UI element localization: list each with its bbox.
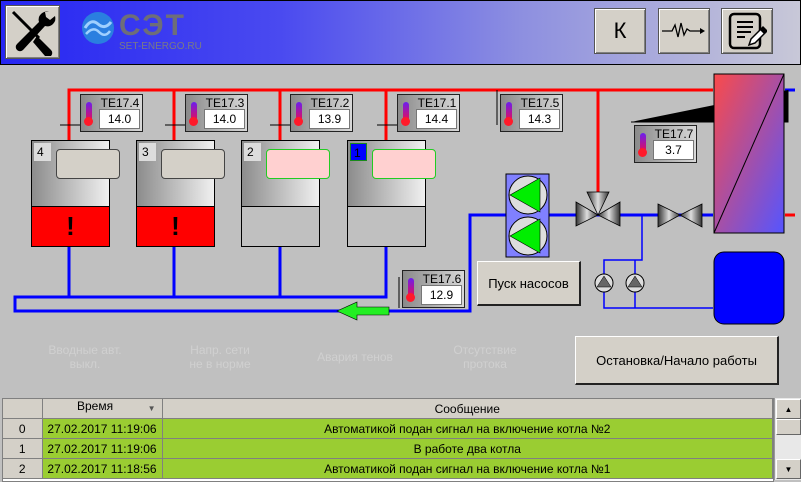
sensor-label: TE17.3	[205, 96, 245, 110]
scroll-down-button[interactable]: ▼	[776, 459, 801, 479]
table-row[interactable]: 2 27.02.2017 11:18:56 Автоматикой подан …	[3, 458, 773, 479]
boiler-number: 1	[350, 143, 367, 161]
row-message: В работе два котла	[162, 438, 773, 459]
supply-pipe	[67, 88, 795, 217]
table-header-row: Время ▼ Сообщение	[3, 399, 773, 419]
stop-start-button[interactable]: Остановка/Начало работы	[575, 336, 779, 385]
sensor-value: 3.7	[653, 140, 694, 160]
boiler-number: 4	[34, 143, 51, 161]
row-message: Автоматикой подан сигнал на включение ко…	[162, 458, 773, 479]
sensor-label: TE17.2	[310, 96, 350, 110]
sensor-value: 14.0	[99, 109, 140, 129]
thermometer-icon	[638, 133, 647, 157]
thermometer-icon	[189, 102, 198, 126]
temp-sensor-te17-2: TE17.2 13.9	[290, 94, 353, 132]
boiler-alarm-indicator: !	[32, 207, 109, 246]
row-time: 27.02.2017 11:19:06	[42, 438, 163, 459]
boiler-number: 3	[139, 143, 156, 161]
sensor-label: TE17.6	[422, 272, 462, 286]
boiler-display	[266, 149, 330, 179]
notepad-edit-icon	[728, 12, 767, 50]
bypass-pump-icon	[625, 273, 645, 293]
k-button-label: К	[613, 18, 627, 43]
wrench-screwdriver-icon	[11, 10, 55, 56]
logo-swirl-icon	[82, 12, 114, 44]
row-time: 27.02.2017 11:19:06	[42, 418, 163, 439]
sensor-value: 12.9	[421, 285, 462, 305]
return-pipe	[13, 88, 795, 313]
boiler-display	[161, 149, 225, 179]
sensor-label: TE17.7	[654, 127, 694, 141]
temp-sensor-te17-5: TE17.5 14.3	[500, 94, 563, 132]
boiler-2[interactable]: 2	[241, 140, 330, 247]
thermometer-icon	[406, 278, 415, 302]
sensor-value: 14.3	[519, 109, 560, 129]
trends-button[interactable]	[658, 8, 710, 54]
boiler-1[interactable]: 1	[347, 140, 436, 247]
temp-sensor-te17-3: TE17.3 14.0	[185, 94, 248, 132]
temp-sensor-te17-6: TE17.6 12.9	[402, 270, 465, 308]
status-no-flow: Отсутствие протока	[453, 343, 517, 371]
row-index: 1	[3, 438, 43, 459]
k-button[interactable]: К	[594, 8, 646, 54]
temp-sensor-te17-1: TE17.1 14.4	[397, 94, 460, 132]
column-header-message: Сообщение	[162, 399, 773, 419]
table-scrollbar[interactable]: ▲ ▼	[774, 398, 801, 480]
temp-sensor-te17-7: TE17.7 3.7	[634, 125, 697, 163]
sensor-value: 14.0	[204, 109, 245, 129]
header-bar: СЭТ SET-ENERGO.RU К	[0, 0, 801, 65]
column-header-time[interactable]: Время ▼	[42, 399, 163, 419]
bypass-pump-icon	[594, 273, 614, 293]
boiler-3[interactable]: 3 !	[136, 140, 225, 247]
journal-button[interactable]	[721, 8, 773, 54]
column-header-index	[3, 399, 43, 419]
two-way-valve-icon	[657, 203, 703, 228]
boiler-status-area	[348, 207, 425, 246]
boiler-4[interactable]: 4 !	[31, 140, 120, 247]
three-way-valve-icon	[575, 191, 621, 227]
sensor-label: TE17.5	[520, 96, 560, 110]
temp-sensor-te17-4: TE17.4 14.0	[80, 94, 143, 132]
expansion-tank-icon	[713, 251, 785, 325]
row-message: Автоматикой подан сигнал на включение ко…	[162, 418, 773, 439]
table-row[interactable]: 1 27.02.2017 11:19:06 В работе два котла	[3, 438, 773, 459]
scroll-thumb[interactable]	[776, 419, 801, 435]
circulation-pumps-icon	[505, 173, 550, 258]
scroll-up-button[interactable]: ▲	[776, 399, 801, 419]
boiler-display	[56, 149, 120, 179]
boiler-alarm-indicator: !	[137, 207, 214, 246]
logo-subtext: SET-ENERGO.RU	[119, 41, 202, 52]
row-index: 2	[3, 458, 43, 479]
sensor-label: TE17.4	[100, 96, 140, 110]
sensor-value: 14.4	[416, 109, 457, 129]
boiler-number: 2	[244, 143, 261, 161]
status-input-breakers: Вводные авт. выкл.	[48, 343, 122, 371]
boiler-status-area	[242, 207, 319, 246]
status-mains-voltage: Напр. сети не в норме	[189, 343, 251, 371]
piping-diagram	[13, 73, 795, 325]
sort-desc-icon[interactable]: ▼	[147, 404, 156, 413]
row-index: 0	[3, 418, 43, 439]
thermometer-icon	[401, 102, 410, 126]
table-row[interactable]: 0 27.02.2017 11:19:06 Автоматикой подан …	[3, 418, 773, 439]
thermometer-icon	[294, 102, 303, 126]
bypass-pipe	[603, 215, 713, 309]
row-time: 27.02.2017 11:18:56	[42, 458, 163, 479]
heat-exchanger-icon	[713, 73, 785, 234]
flow-arrow-icon	[336, 301, 390, 321]
tools-button[interactable]	[5, 5, 60, 59]
event-log-table: Время ▼ Сообщение 0 27.02.2017 11:19:06 …	[2, 398, 774, 482]
status-heater-fault: Авария тенов	[317, 350, 393, 364]
boiler-display	[372, 149, 436, 179]
thermometer-icon	[504, 102, 513, 126]
logo-text: СЭТ	[119, 9, 186, 42]
start-pumps-button[interactable]: Пуск насосов	[477, 261, 581, 306]
sensor-label: TE17.1	[417, 96, 457, 110]
pulse-graph-icon	[662, 22, 705, 38]
sensor-value: 13.9	[309, 109, 350, 129]
thermometer-icon	[84, 102, 93, 126]
